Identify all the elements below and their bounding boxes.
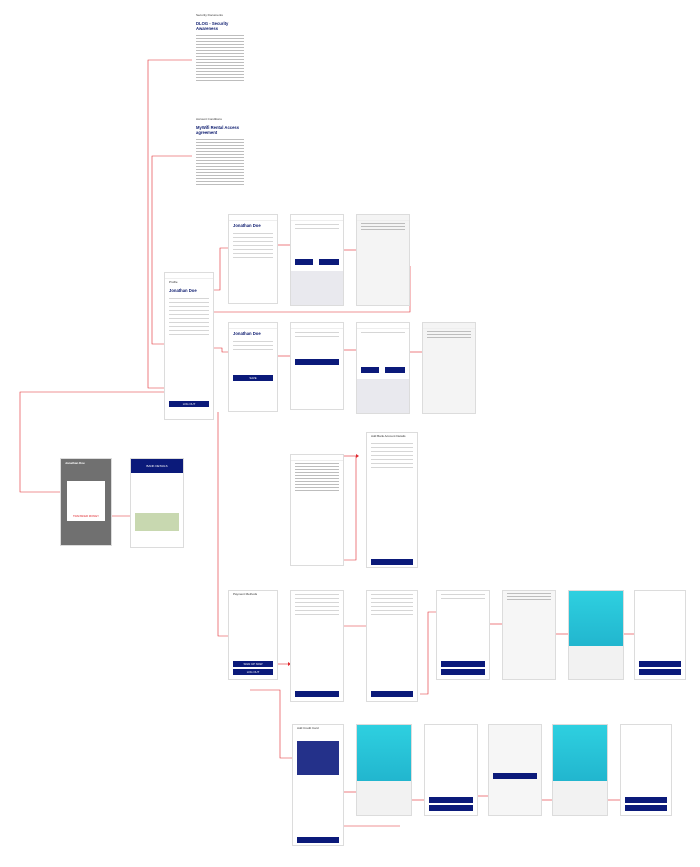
arrow-bank-to-banklist xyxy=(344,456,357,561)
change-password-screen[interactable]: Jonathan Doe SAVE xyxy=(228,322,278,412)
edit-profile-name-2: Jonathan Doe xyxy=(233,331,261,336)
done-screen-2[interactable] xyxy=(620,724,672,816)
doc2-nav: Account Conditions xyxy=(196,117,222,121)
bank-title: BANK DETAILS xyxy=(146,464,168,468)
add-card-screen[interactable]: Add Credit Card xyxy=(292,724,344,846)
arrow-profile-down xyxy=(217,412,228,637)
logout-button[interactable]: LOG OUT xyxy=(169,401,209,407)
arrow-profile-to-doc1 xyxy=(147,59,192,389)
payment-methods-screen[interactable]: Payment Methods SIGN UP NOW LOG OUT xyxy=(228,590,278,680)
new-password-screen[interactable] xyxy=(290,322,344,410)
otp-screen-3[interactable] xyxy=(568,590,624,680)
verify-screen-2[interactable] xyxy=(422,322,476,414)
add-card-title: Add Credit Card xyxy=(297,726,319,730)
add-bank-screen[interactable]: Add Bank Account Details xyxy=(366,432,418,568)
verify-screen-1[interactable] xyxy=(356,214,410,306)
arrow-sign-to-card xyxy=(250,689,292,759)
profile-screen[interactable]: Profile Jonathan Doe LOG OUT xyxy=(164,272,214,420)
home-screen[interactable]: BANK DETAILS xyxy=(130,458,184,548)
arrow-profile-to-doc2 xyxy=(151,155,192,345)
arrow-bank2-to-pay xyxy=(420,611,436,695)
confirm-screen-1[interactable] xyxy=(502,590,556,680)
arrow-modal-to-profile xyxy=(19,391,164,493)
modal-name: Jonathan Doe xyxy=(65,461,85,465)
payment-review-screen[interactable] xyxy=(436,590,490,680)
confirm-screen-2[interactable] xyxy=(488,724,542,816)
bank-form-screen-2[interactable] xyxy=(366,590,418,702)
profile-tab: Profile xyxy=(169,280,178,284)
bank-list-screen[interactable] xyxy=(290,454,344,566)
edit-profile-name: Jonathan Doe xyxy=(233,223,261,228)
logout-button-2[interactable]: LOG OUT xyxy=(233,669,273,675)
signup-button[interactable]: SIGN UP NOW xyxy=(233,661,273,667)
otp-screen-1[interactable] xyxy=(290,214,344,306)
otp-screen-4[interactable] xyxy=(356,724,412,816)
payment-review-screen-2[interactable] xyxy=(424,724,478,816)
arrow-profile-to-pass xyxy=(208,347,228,353)
transfer-money-button[interactable]: TRANSFER MONEY xyxy=(71,513,101,519)
arrow-profile-to-edit xyxy=(208,247,228,291)
otp-screen-2[interactable] xyxy=(356,322,410,414)
doc1-title: DLOG - Security Awareness xyxy=(196,21,229,31)
account-conditions-screen[interactable]: Account Conditions MyWifi Rental Access … xyxy=(192,116,248,216)
doc2-title: MyWifi Rental Access agreement xyxy=(196,125,240,135)
transfer-modal-screen[interactable]: Jonathan Doe TRANSFER MONEY xyxy=(60,458,112,546)
section-label: Add Bank Account Details xyxy=(371,434,406,438)
done-screen-1[interactable] xyxy=(634,590,686,680)
bank-form-screen[interactable] xyxy=(290,590,344,702)
doc1-nav: Security Documents xyxy=(196,13,223,17)
otp-screen-5[interactable] xyxy=(552,724,608,816)
edit-profile-screen[interactable]: Jonathan Doe xyxy=(228,214,278,304)
save-button[interactable]: SAVE xyxy=(233,375,273,381)
payment-title: Payment Methods xyxy=(233,592,258,596)
profile-name: Jonathan Doe xyxy=(169,288,197,293)
security-document-screen[interactable]: Security Documents DLOG - Security Aware… xyxy=(192,12,248,112)
